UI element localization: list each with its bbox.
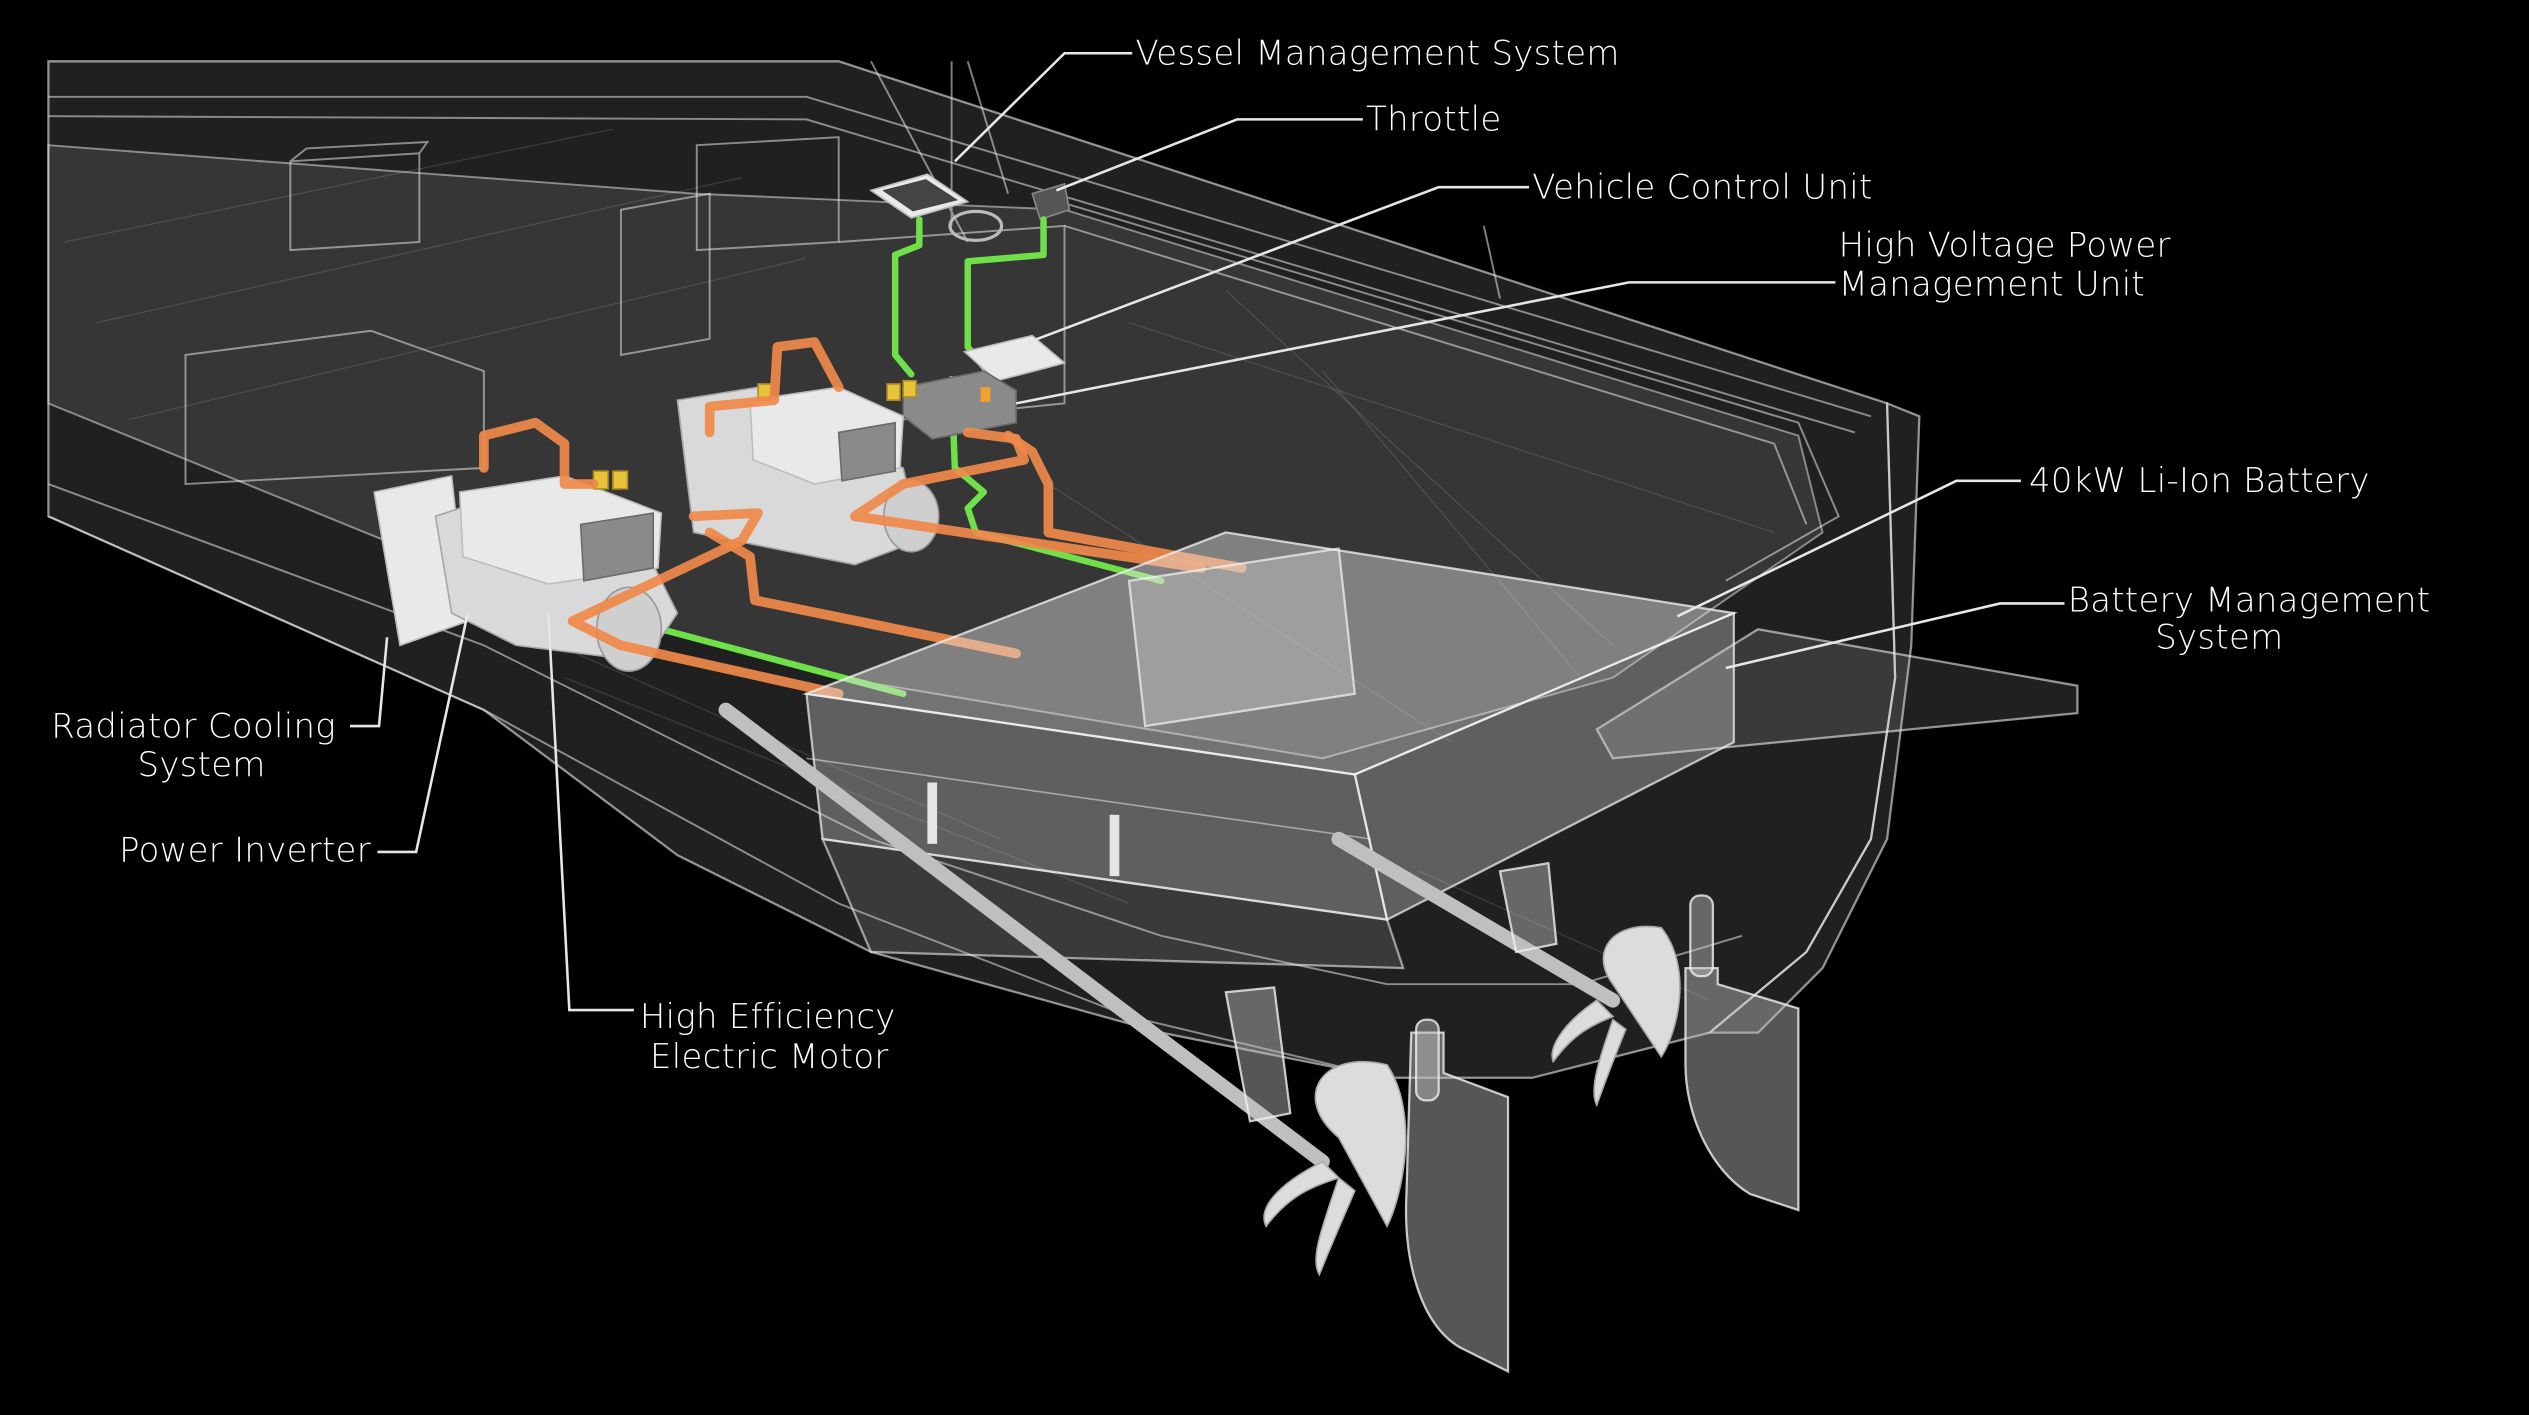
rudder-stbd [1684,966,1800,1212]
transom [1706,401,1921,1034]
label-hv-pmu-line1: High Voltage Power [1839,226,2171,265]
prop-blade [1315,1176,1356,1277]
prop-blade [1263,1160,1341,1228]
vms-display-screen [882,179,959,212]
helm-station [869,173,1071,243]
leader-radiator [349,637,389,728]
antenna [1482,225,1501,299]
pmu-connector [886,383,901,401]
label-radiator-line1: Radiator Cooling [51,706,336,745]
high-voltage-cables [479,337,1247,699]
hv-cable-6 [704,527,1021,659]
gunwale-line [48,95,1872,418]
label-throttle: Throttle [1366,100,1501,139]
battery-seam [806,757,1372,840]
battery-bracket-2 [1109,814,1120,877]
prop-blade [1551,999,1615,1064]
hv-cable-4 [1003,430,1247,573]
hv-cable-2 [479,417,599,489]
rudder-post-port [1414,1018,1440,1102]
label-electric-motor-line2: Electric Motor [650,1037,889,1076]
label-vessel-management-system: Vessel Management System [1135,34,1619,73]
transom-rim [1031,192,1840,582]
running-gear [718,702,1800,1374]
control-units [886,334,1067,440]
prop-blade [1593,1018,1627,1108]
boat-hull [47,60,2079,1079]
battery-bracket-1 [927,782,938,844]
console-box [619,192,711,357]
rudder-post-stbd [1689,894,1715,978]
battery-module-rear [1127,547,1357,728]
shaft-stbd [1331,831,1621,1008]
battery-side [1353,611,1735,922]
shaft-port [718,702,1330,1169]
pmu-hv-port [980,387,991,402]
swim-platform [1595,628,2079,760]
strut-stbd [1498,861,1558,954]
hv-cable-5 [567,508,844,699]
lv-cable-vms [891,216,923,378]
propeller-stbd [1551,925,1681,1108]
leader-throttle [1055,118,1363,192]
inverter-stbd-side [837,421,896,482]
cabin-box [289,140,430,252]
label-vehicle-control-unit: Vehicle Control Unit [1532,167,1872,206]
label-bms-line2: System [2155,618,2283,657]
leader-power-inverter [377,612,469,854]
steering-wheel [948,209,1004,243]
leader-battery [1676,479,2021,618]
gunwale-inner-line [48,115,1856,434]
leader-electric-motor [547,613,634,1012]
motor-assembly-port [373,470,679,673]
leader-hv-pmu [1015,281,1836,405]
leader-vehicle-control-unit [1028,185,1530,344]
label-battery: 40kW Li-Ion Battery [2029,461,2370,500]
transom-rim-inner [1064,224,1808,525]
battery-pack [802,531,1738,970]
leader-bms [1725,602,2065,670]
label-bms-line1: Battery Management [2068,580,2431,619]
label-hv-pmu-line2: Management Unit [1839,264,2145,303]
seat-box [184,329,485,486]
hv-cable-1 [704,337,844,438]
prop-blade [1602,925,1681,1059]
label-radiator-line2: System [138,745,266,784]
propeller-port [1263,1060,1407,1277]
leader-lines [349,51,2065,1012]
label-power-inverter: Power Inverter [119,831,371,870]
throttle-lever [1031,182,1071,221]
labels: Vessel Management System Throttle Vehicl… [51,34,2430,1077]
battery-tray [820,837,1405,970]
strut-port [1224,986,1292,1123]
leader-vessel-management-system [953,51,1133,163]
rudder-port [1404,1031,1510,1374]
label-electric-motor-line1: High Efficiency [640,997,896,1036]
inverter-port-side [579,512,655,582]
keel-line [47,515,1388,1079]
pmu-connector-2 [902,379,917,398]
prop-blade [1314,1060,1407,1228]
vehicle-control-unit-box [962,334,1067,382]
inverter-connector-port-2 [612,470,629,490]
